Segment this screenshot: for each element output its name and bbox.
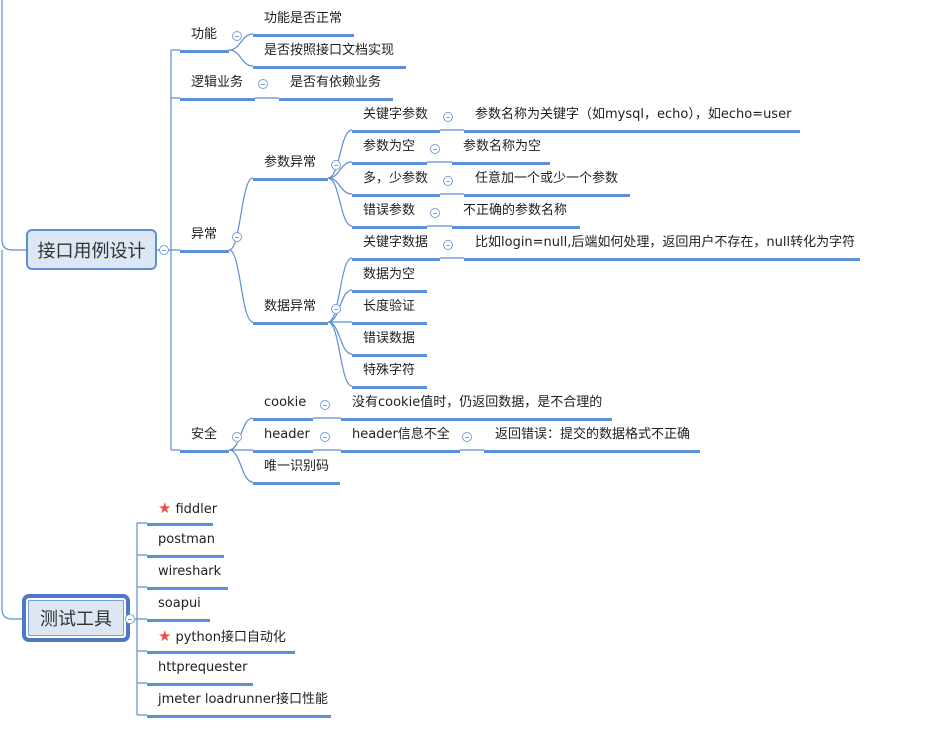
topic-header-detail[interactable]: header信息不全 (341, 427, 460, 453)
topic-label: 异常 (191, 227, 218, 242)
topic-more-less-param-detail[interactable]: 任意加一个或少一个参数 (464, 171, 630, 197)
collapse-toggle-icon[interactable] (430, 144, 440, 154)
collapse-toggle-icon[interactable] (320, 400, 330, 410)
topic-keyword-param[interactable]: 关键字参数 (352, 107, 440, 133)
topic-label: 长度验证 (363, 299, 416, 314)
topic-label: cookie (264, 395, 307, 410)
topic-header[interactable]: header (253, 427, 313, 453)
topic-label: 没有cookie值时，仍返回数据，是不合理的 (352, 395, 603, 410)
topic-logic[interactable]: 逻辑业务 (180, 75, 255, 101)
tool-jmeter[interactable]: jmeter loadrunner接口性能 (147, 692, 331, 718)
topic-label: python接口自动化 (175, 630, 286, 645)
topic-security[interactable]: 安全 (180, 427, 229, 453)
topic-more-less-param[interactable]: 多，少参数 (352, 171, 440, 197)
topic-keyword-param-detail[interactable]: 参数名称为关键字（如mysql，echo），如echo=user (464, 107, 800, 133)
topic-label: 唯一识别码 (264, 459, 330, 474)
collapse-toggle-icon[interactable] (320, 432, 330, 442)
topic-label: 关键字数据 (363, 235, 429, 250)
collapse-toggle-icon[interactable] (443, 240, 453, 250)
topic-label: wireshark (158, 564, 222, 579)
topic-label: 任意加一个或少一个参数 (475, 171, 619, 186)
topic-label: postman (158, 532, 215, 547)
topic-label: 是否有依赖业务 (290, 75, 382, 90)
tool-postman[interactable]: postman (147, 532, 224, 558)
topic-logic-dependency[interactable]: 是否有依赖业务 (279, 75, 393, 101)
tool-httprequester[interactable]: httprequester (147, 660, 253, 686)
topic-function-doc[interactable]: 是否按照接口文档实现 (253, 43, 406, 69)
collapse-toggle-icon[interactable] (258, 79, 268, 89)
topic-label: 功能 (191, 27, 218, 42)
topic-label: soapui (158, 596, 201, 611)
topic-label: 比如login=null,后端如何处理，返回用户不存在，null转化为字符 (475, 235, 856, 250)
tool-python[interactable]: ★python接口自动化 (147, 627, 295, 654)
topic-label: 是否按照接口文档实现 (264, 43, 395, 58)
root-topic-interface-case-design[interactable]: 接口用例设计 (26, 229, 157, 270)
topic-function[interactable]: 功能 (180, 27, 229, 53)
topic-label: 错误参数 (363, 203, 416, 218)
collapse-toggle-icon[interactable] (331, 304, 341, 314)
topic-length-check[interactable]: 长度验证 (352, 299, 427, 325)
topic-label: 参数异常 (264, 155, 317, 170)
tool-soapui[interactable]: soapui (147, 596, 210, 622)
topic-exception[interactable]: 异常 (180, 227, 229, 253)
topic-keyword-data-detail[interactable]: 比如login=null,后端如何处理，返回用户不存在，null转化为字符 (464, 235, 860, 261)
topic-empty-param[interactable]: 参数为空 (352, 139, 427, 165)
topic-label: 特殊字符 (363, 363, 416, 378)
topic-wrong-param[interactable]: 错误参数 (352, 203, 427, 229)
collapse-toggle-icon[interactable] (443, 176, 453, 186)
topic-function-normal[interactable]: 功能是否正常 (253, 11, 354, 37)
star-icon: ★ (158, 627, 172, 645)
collapse-toggle-icon[interactable] (462, 432, 472, 442)
topic-label: fiddler (175, 502, 218, 517)
topic-label: 功能是否正常 (264, 11, 343, 26)
topic-cookie[interactable]: cookie (253, 395, 313, 421)
collapse-toggle-icon[interactable] (232, 31, 242, 41)
topic-label: jmeter loadrunner接口性能 (158, 692, 329, 707)
topic-label: 参数为空 (363, 139, 416, 154)
topic-empty-data[interactable]: 数据为空 (352, 267, 427, 293)
topic-label: 不正确的参数名称 (463, 203, 568, 218)
topic-unique-id[interactable]: 唯一识别码 (253, 459, 340, 485)
topic-label: 参数名称为关键字（如mysql，echo），如echo=user (475, 107, 792, 122)
topic-label: 错误数据 (363, 331, 416, 346)
topic-wrong-param-detail[interactable]: 不正确的参数名称 (452, 203, 580, 229)
topic-cookie-detail[interactable]: 没有cookie值时，仍返回数据，是不合理的 (341, 395, 612, 421)
collapse-toggle-icon[interactable] (331, 160, 341, 170)
collapse-toggle-icon[interactable] (232, 432, 242, 442)
collapse-toggle-icon[interactable] (159, 245, 169, 255)
topic-label: 逻辑业务 (191, 75, 244, 90)
topic-empty-param-detail[interactable]: 参数名称为空 (452, 139, 550, 165)
topic-keyword-data[interactable]: 关键字数据 (352, 235, 440, 261)
root-topic-test-tools[interactable]: 测试工具 (22, 594, 130, 642)
star-icon: ★ (158, 499, 172, 517)
tool-fiddler[interactable]: ★fiddler (147, 499, 217, 526)
collapse-toggle-icon[interactable] (232, 232, 242, 242)
topic-label: 数据异常 (264, 299, 317, 314)
topic-wrong-data[interactable]: 错误数据 (352, 331, 427, 357)
topic-data-exception[interactable]: 数据异常 (253, 299, 328, 325)
topic-special-chars[interactable]: 特殊字符 (352, 363, 427, 389)
collapse-toggle-icon[interactable] (125, 614, 135, 624)
topic-label: 关键字参数 (363, 107, 429, 122)
topic-label: httprequester (158, 660, 248, 675)
tool-wireshark[interactable]: wireshark (147, 564, 228, 590)
collapse-toggle-icon[interactable] (443, 112, 453, 122)
topic-label: 多，少参数 (363, 171, 429, 186)
topic-header-error[interactable]: 返回错误：提交的数据格式不正确 (484, 427, 700, 453)
topic-label: header信息不全 (352, 427, 450, 442)
topic-label: header (264, 427, 310, 442)
topic-param-exception[interactable]: 参数异常 (253, 155, 328, 181)
topic-label: 数据为空 (363, 267, 416, 282)
topic-label: 参数名称为空 (463, 139, 542, 154)
topic-label: 返回错误：提交的数据格式不正确 (495, 427, 691, 442)
topic-label: 安全 (191, 427, 218, 442)
collapse-toggle-icon[interactable] (430, 208, 440, 218)
